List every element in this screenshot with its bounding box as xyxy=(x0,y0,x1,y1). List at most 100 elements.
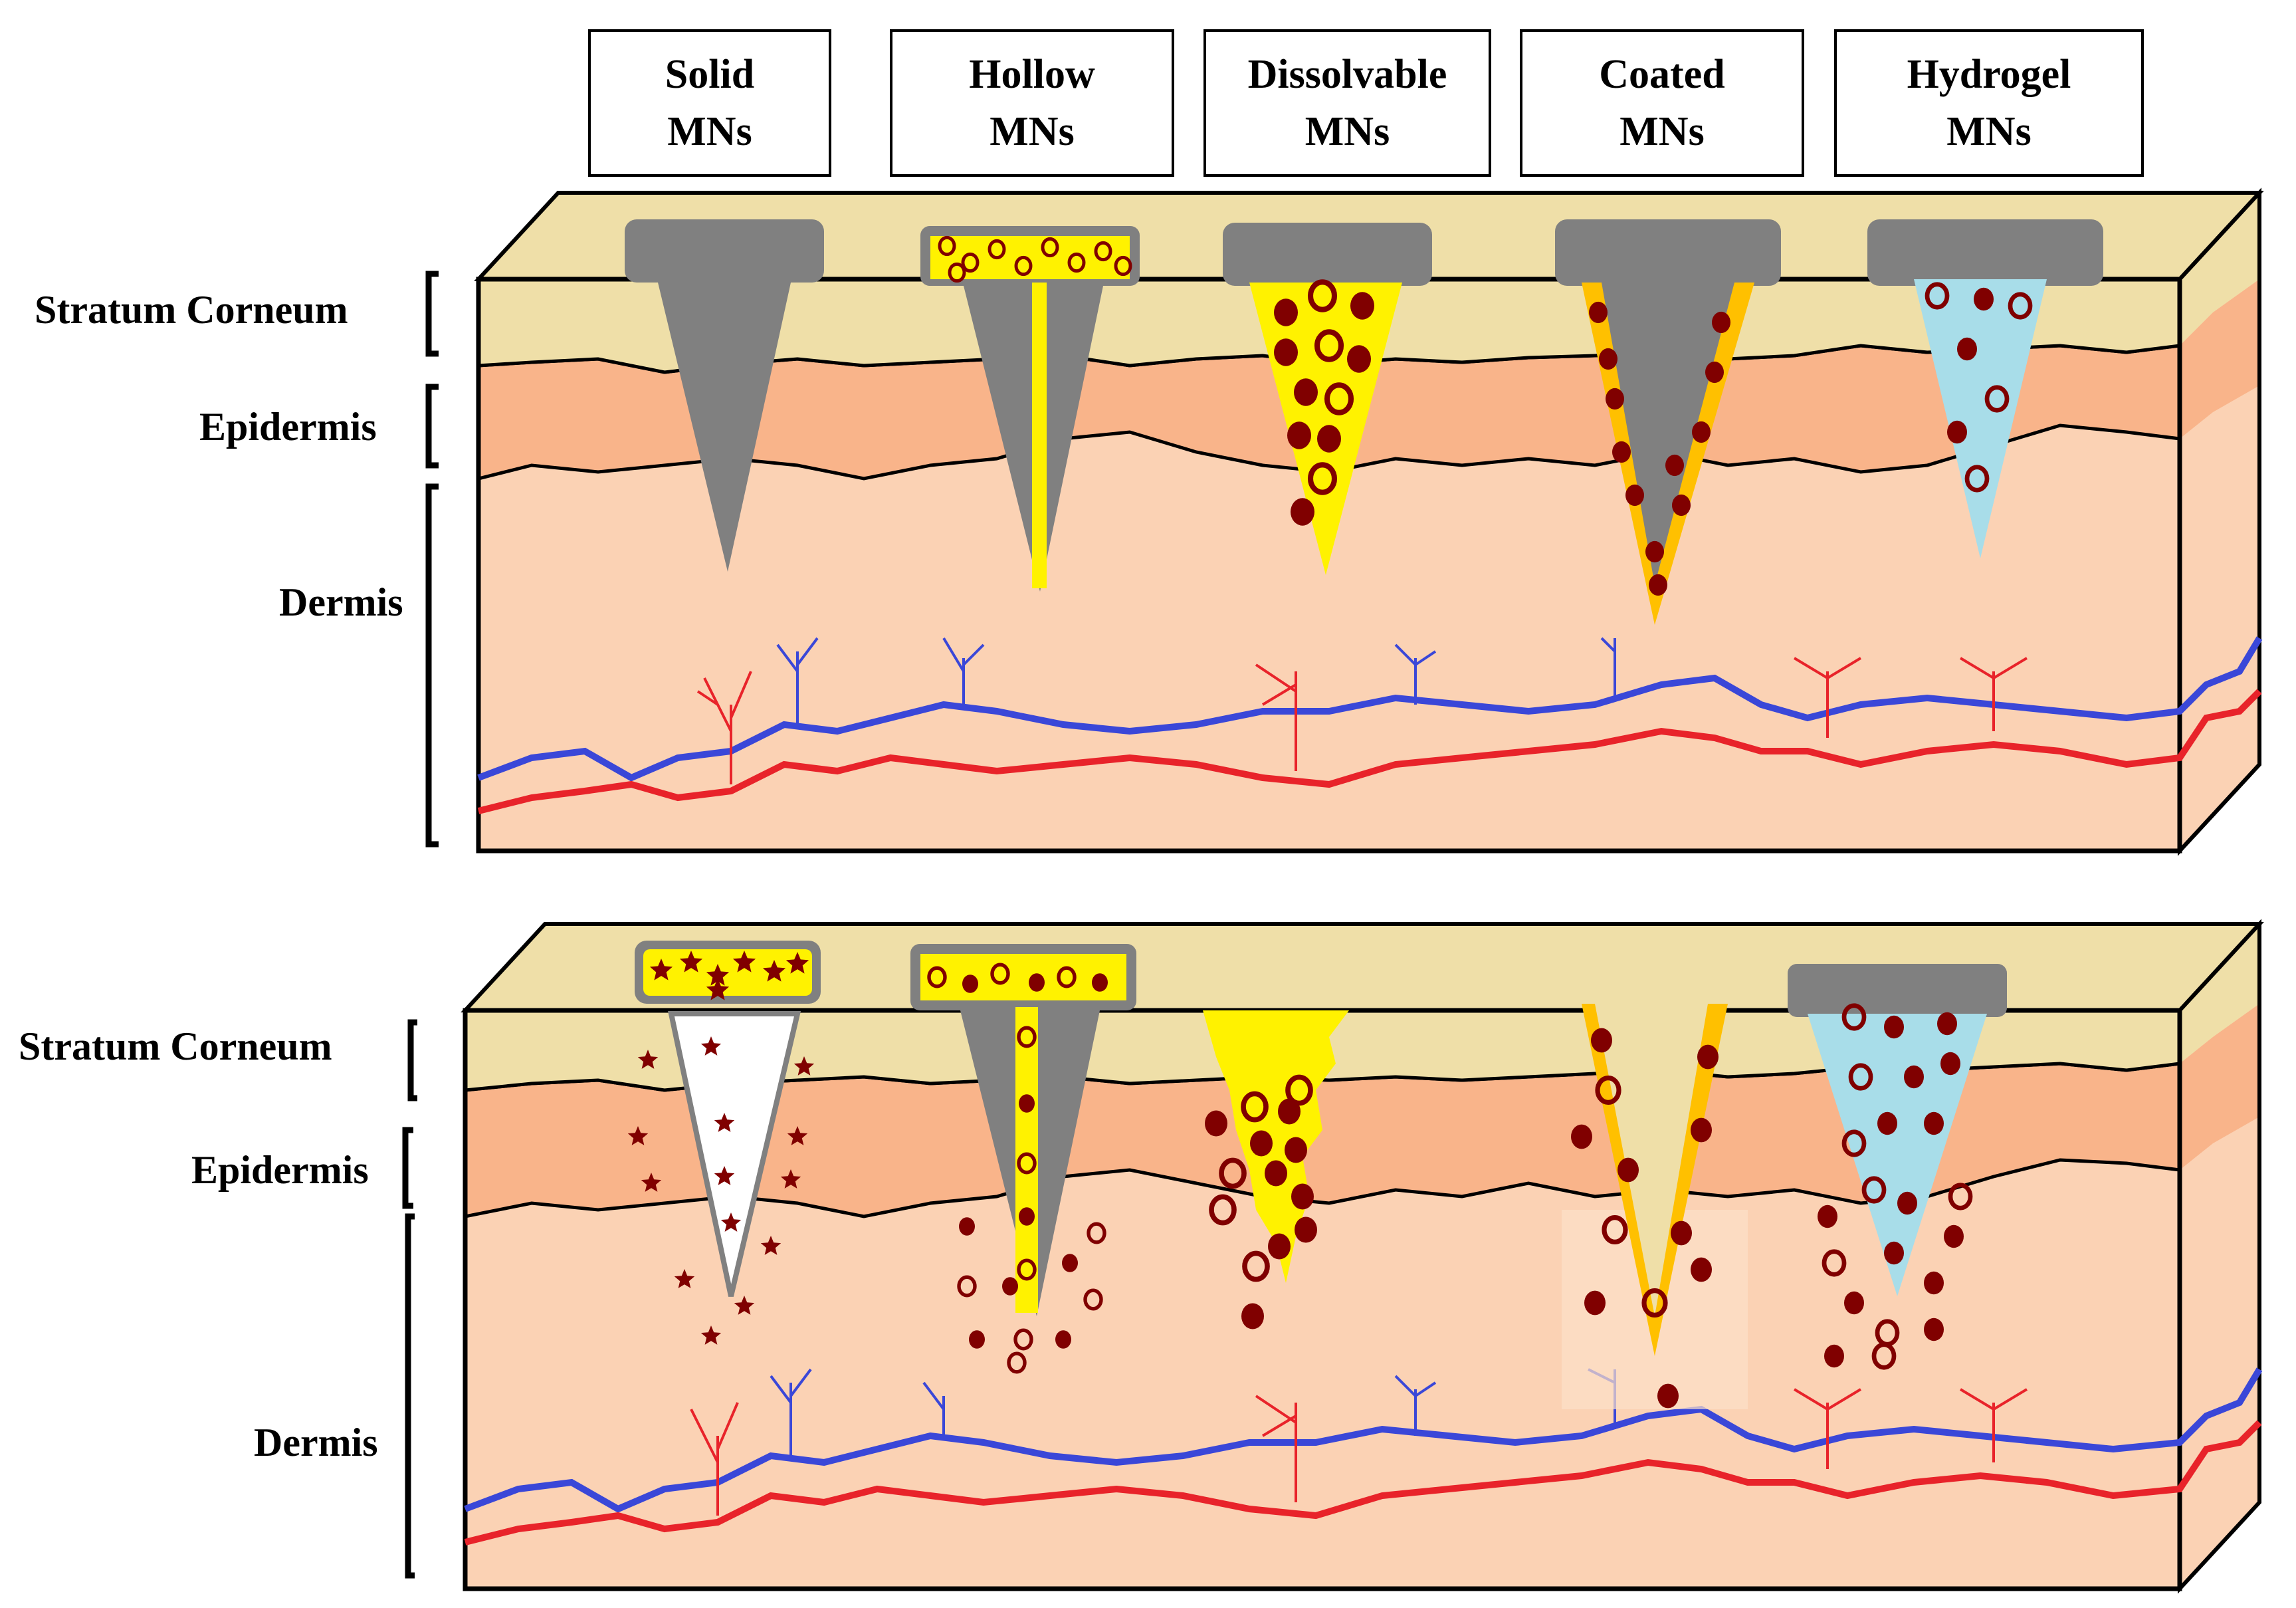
drug-particle xyxy=(1067,252,1086,273)
drug-particle xyxy=(734,1296,755,1315)
drug-particle xyxy=(1285,1074,1313,1106)
drug-particle xyxy=(1924,1318,1944,1341)
drug-particle xyxy=(1861,1176,1887,1204)
drug-particle xyxy=(927,966,947,988)
header-dissolvable-line2: MNs xyxy=(1305,109,1390,154)
drug-particle xyxy=(1897,1191,1917,1215)
drug-particle xyxy=(1937,1012,1957,1036)
header-dissolvable-line1: Dissolvable xyxy=(1247,52,1447,97)
bottom-capillary xyxy=(1394,1375,1437,1436)
drug-particle xyxy=(1591,1028,1612,1053)
drug-particle xyxy=(1017,1026,1037,1048)
drug-particle xyxy=(1612,441,1631,463)
drug-particle xyxy=(1268,1233,1291,1260)
drug-particle xyxy=(787,1126,808,1145)
drug-particle xyxy=(1697,1044,1719,1070)
drug-particle xyxy=(1589,301,1608,324)
bracket-top-stratum xyxy=(425,271,439,357)
top-capillary xyxy=(942,637,985,705)
bracket-top-dermis xyxy=(425,483,439,848)
drug-particle xyxy=(1964,465,1990,493)
drug-particle xyxy=(627,1126,649,1145)
drug-particles xyxy=(627,235,2033,1409)
drug-particle xyxy=(1944,1224,1964,1248)
drug-particle xyxy=(1017,1152,1037,1175)
drug-particle xyxy=(1242,1250,1270,1282)
header-hydrogel-mns: Hydrogel MNs xyxy=(1834,29,2144,177)
drug-particle xyxy=(1599,348,1618,370)
bracket-bottom-epidermis xyxy=(402,1127,413,1209)
drug-particle xyxy=(1584,1290,1606,1316)
top-capillary xyxy=(1793,657,1862,738)
drug-particle xyxy=(637,1050,659,1069)
drug-particle xyxy=(793,1056,815,1076)
drug-particle xyxy=(785,952,809,974)
drug-particle xyxy=(1241,1303,1264,1329)
bottom-artery xyxy=(464,1420,2262,1546)
header-solid-line2: MNs xyxy=(667,109,752,154)
drug-particle xyxy=(1841,1003,1867,1031)
top-vein xyxy=(477,636,2263,782)
drug-particle xyxy=(988,239,1006,260)
drug-particle xyxy=(1595,1075,1621,1105)
drug-particle xyxy=(1672,494,1691,517)
header-coated-line1: Coated xyxy=(1599,52,1725,97)
bottom-capillary xyxy=(1255,1395,1297,1502)
drug-particle xyxy=(1017,1258,1037,1281)
drug-particle xyxy=(1002,1277,1018,1296)
drug-particle xyxy=(2008,292,2033,320)
bottom-capillary xyxy=(922,1381,945,1436)
drug-particle xyxy=(1904,1065,1924,1089)
drug-particle xyxy=(1602,1214,1628,1244)
drug-particle xyxy=(1062,1254,1078,1272)
drug-particle xyxy=(1625,484,1644,507)
drug-particle xyxy=(1649,574,1667,596)
drug-particle xyxy=(1974,287,1994,311)
top-label-epidermis: Epidermis xyxy=(199,405,377,449)
drug-particle xyxy=(1665,454,1684,477)
drug-particle xyxy=(1019,1094,1035,1113)
drug-particle xyxy=(1013,1328,1033,1351)
drug-particle xyxy=(948,262,966,283)
drug-particle xyxy=(706,978,730,1000)
drug-particle xyxy=(1606,388,1624,410)
drug-particle xyxy=(1274,338,1298,366)
drug-particle xyxy=(1657,1383,1679,1409)
drug-particle xyxy=(706,964,730,986)
drug-particle xyxy=(1317,425,1341,453)
bottom-dissolvable-microneedle xyxy=(1203,1010,1349,1283)
drug-particle xyxy=(1947,420,1967,444)
drug-particle xyxy=(1884,1241,1904,1265)
drug-particle xyxy=(720,1212,742,1232)
bottom-label-stratum-corneum: Stratum Corneum xyxy=(19,1024,332,1068)
top-capillary xyxy=(696,671,752,784)
drug-particle xyxy=(1241,1091,1269,1123)
drug-particle xyxy=(1984,385,2010,413)
drug-particle xyxy=(1265,1160,1287,1187)
drug-particle xyxy=(1822,1249,1847,1277)
drug-particle xyxy=(1924,1271,1944,1295)
drug-particle xyxy=(1347,345,1371,373)
top-capillary xyxy=(1600,637,1616,698)
drug-particle xyxy=(760,1236,782,1255)
drug-particle xyxy=(969,1330,985,1349)
drug-particle xyxy=(1019,1207,1035,1226)
drug-particle xyxy=(1618,1157,1639,1183)
header-hollow-mns: Hollow MNs xyxy=(890,29,1174,177)
drug-particle xyxy=(1057,966,1077,988)
header-hollow-line2: MNs xyxy=(990,109,1075,154)
drug-particle xyxy=(1083,1288,1103,1311)
header-dissolvable-mns: Dissolvable MNs xyxy=(1203,29,1491,177)
drug-particle xyxy=(1314,329,1344,362)
top-side-stratum xyxy=(2180,193,2259,346)
drug-particle xyxy=(1094,241,1112,262)
bottom-block-side-outline xyxy=(2178,919,2261,1594)
top-capillary xyxy=(1255,663,1297,771)
drug-particle xyxy=(1205,1110,1227,1137)
drug-particle xyxy=(1844,1291,1864,1315)
drug-particle xyxy=(1641,1288,1668,1318)
bottom-label-dermis: Dermis xyxy=(254,1421,378,1464)
drug-particle xyxy=(1055,1330,1071,1349)
drug-particle xyxy=(1824,1344,1844,1368)
drug-particle xyxy=(1250,1130,1273,1157)
